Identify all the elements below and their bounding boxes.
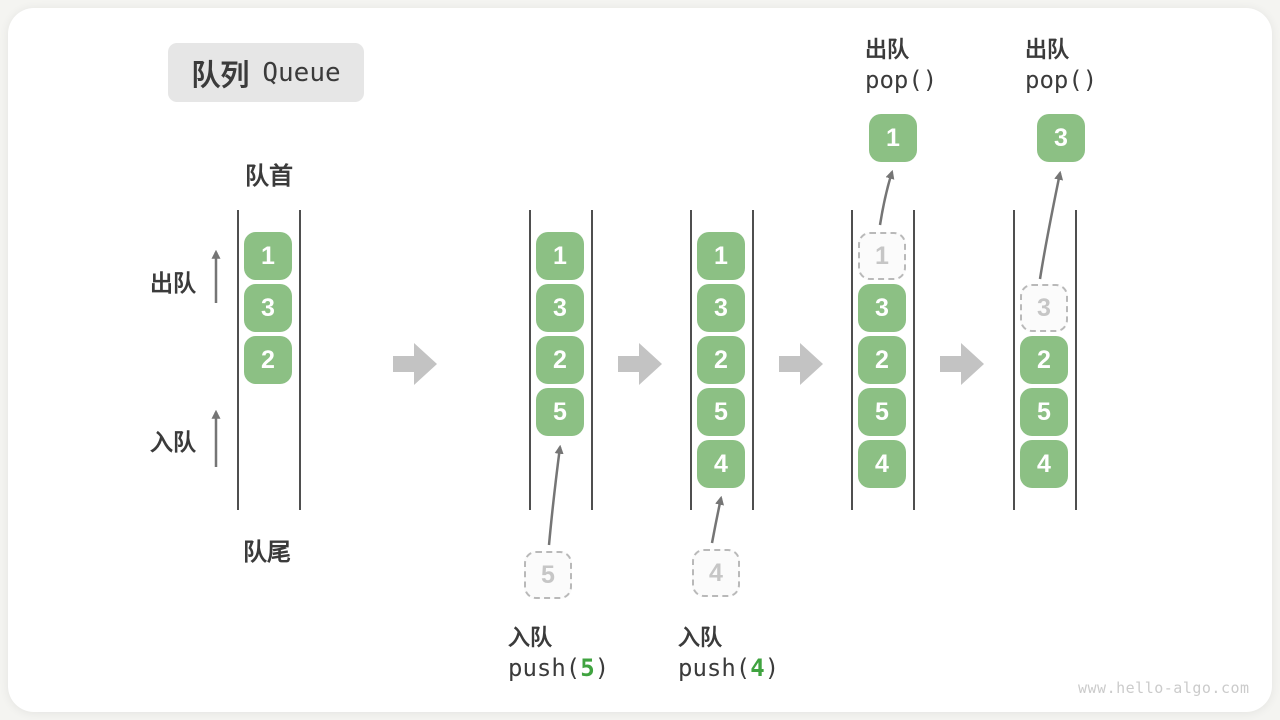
queue-cell-2-state-3: 2 — [697, 336, 745, 384]
queue-cell-3-state-1: 3 — [244, 284, 292, 332]
queue-rear-label: 队尾 — [243, 539, 291, 566]
queue-cell-2-state-2: 2 — [536, 336, 584, 384]
transition-arrow-1 — [393, 343, 437, 385]
queue-cell-4-state-3: 4 — [697, 440, 745, 488]
enqueue-side-label: 入队 — [150, 429, 196, 455]
queue-cell-5-state-4: 5 — [858, 388, 906, 436]
dequeue-arrow-state-4 — [878, 169, 895, 226]
queue-cell-3-state-2: 3 — [536, 284, 584, 332]
queue-wall-right-state-5 — [1075, 210, 1077, 510]
enqueue-arrow-state-2 — [547, 444, 564, 546]
popped-cell-3-state-5: 3 — [1037, 114, 1085, 162]
title-chinese: 队列 — [191, 59, 250, 92]
queue-cell-4-state-5: 4 — [1020, 440, 1068, 488]
queue-wall-left-state-3 — [690, 210, 692, 510]
queue-cell-3-state-3: 3 — [697, 284, 745, 332]
title-english: Queue — [262, 57, 341, 88]
queue-cell-4-state-4: 4 — [858, 440, 906, 488]
queue-cell-1-state-1: 1 — [244, 232, 292, 280]
queue-cell-3-state-4: 3 — [858, 284, 906, 332]
queue-wall-left-state-1 — [237, 210, 239, 510]
pop-call-label-state-4: pop() — [865, 66, 938, 94]
queue-wall-right-state-4 — [913, 210, 915, 510]
push-argument-state-3: 4 — [750, 654, 765, 682]
queue-wall-left-state-5 — [1013, 210, 1015, 510]
ghost-cell-1-state-4: 1 — [858, 232, 906, 280]
queue-wall-right-state-2 — [591, 210, 593, 510]
watermark: www.hello-algo.com — [1078, 679, 1250, 697]
queue-front-label: 队首 — [245, 163, 293, 190]
pop-call-label-state-5: pop() — [1025, 66, 1098, 94]
enqueue-op-label-state-2: 入队 — [508, 625, 553, 650]
dequeue-side-label: 出队 — [150, 270, 196, 296]
title-chip: 队列 Queue — [168, 43, 364, 102]
transition-arrow-3 — [779, 343, 823, 385]
queue-cell-1-state-2: 1 — [536, 232, 584, 280]
enqueue-arrow-state-3 — [710, 495, 724, 544]
incoming-cell-4-state-3: 4 — [692, 549, 740, 597]
queue-cell-2-state-4: 2 — [858, 336, 906, 384]
queue-wall-right-state-1 — [299, 210, 301, 510]
push-call-label-state-2: push(5) — [508, 654, 610, 682]
enqueue-op-label-state-3: 入队 — [678, 625, 723, 650]
incoming-cell-5-state-2: 5 — [524, 551, 572, 599]
queue-wall-left-state-4 — [851, 210, 853, 510]
queue-cell-1-state-3: 1 — [697, 232, 745, 280]
push-call-label-state-3: push(4) — [678, 654, 780, 682]
queue-wall-left-state-2 — [529, 210, 531, 510]
transition-arrow-4 — [940, 343, 984, 385]
queue-cell-2-state-5: 2 — [1020, 336, 1068, 384]
dequeue-op-label-state-4: 出队 — [865, 37, 910, 62]
queue-cell-5-state-3: 5 — [697, 388, 745, 436]
queue-cell-5-state-5: 5 — [1020, 388, 1068, 436]
push-argument-state-2: 5 — [580, 654, 595, 682]
dequeue-op-label-state-5: 出队 — [1025, 37, 1070, 62]
ghost-cell-3-state-5: 3 — [1020, 284, 1068, 332]
popped-cell-1-state-4: 1 — [869, 114, 917, 162]
transition-arrow-2 — [618, 343, 662, 385]
queue-wall-right-state-3 — [752, 210, 754, 510]
dequeue-arrow-state-5 — [1038, 170, 1064, 280]
queue-cell-2-state-1: 2 — [244, 336, 292, 384]
queue-cell-5-state-2: 5 — [536, 388, 584, 436]
